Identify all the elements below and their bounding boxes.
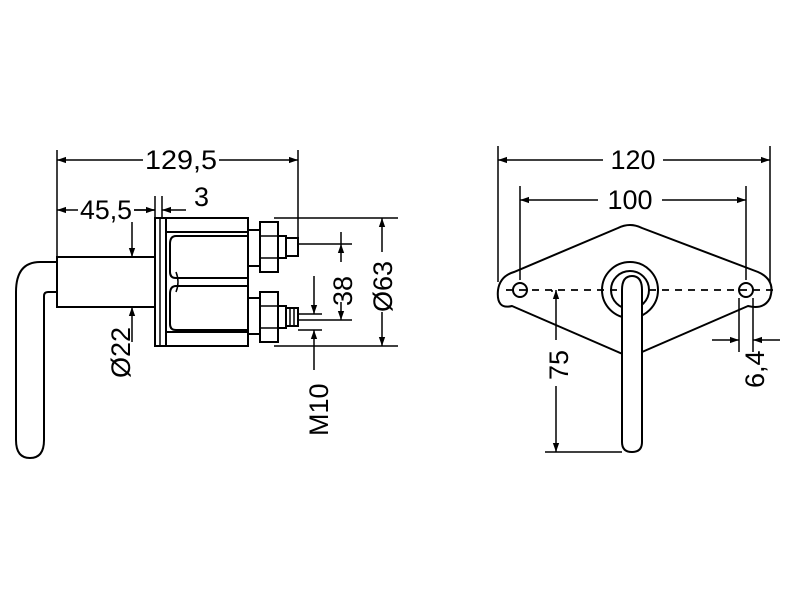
dim-flange-width: 120 [610,145,655,175]
lever-rod [621,274,643,454]
dim-lever-length: 75 [544,350,574,380]
lever-handle [15,261,57,460]
dim-shaft-diameter: Ø22 [106,327,136,378]
dim-body-diameter: Ø63 [368,261,398,312]
dim-hole-diameter: 6,4 [740,350,770,388]
front-view: 120 100 75 6,4 [496,144,780,454]
dim-hole-spacing: 100 [607,185,652,215]
dim-terminal-thread: M10 [304,383,334,436]
terminal-upper [247,221,299,273]
side-view: 129,5 45,5 3 Ø22 38 Ø63 M10 [15,144,398,460]
dim-terminal-spacing: 38 [328,276,358,306]
dim-plate-thickness: 3 [194,182,209,212]
shaft [56,256,156,308]
dim-lever-offset: 45,5 [80,195,132,225]
terminal-lower [247,291,299,343]
switch-body [166,217,249,347]
dim-overall-length: 129,5 [145,145,217,175]
